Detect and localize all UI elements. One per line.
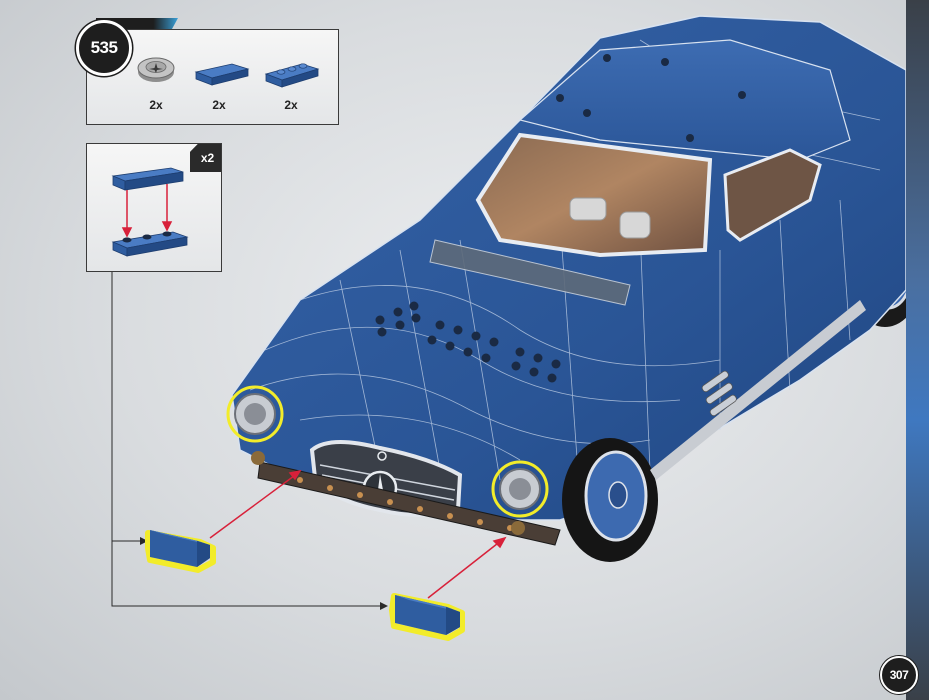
new-tile-right <box>389 593 465 641</box>
left-indicator <box>251 451 265 465</box>
plate-1x3-icon <box>264 63 320 88</box>
side-trim <box>650 300 866 480</box>
hood-vents <box>429 239 631 306</box>
subassembly-multiplier: x2 <box>190 144 221 172</box>
hood-studs <box>375 301 561 383</box>
seats <box>569 197 651 239</box>
tile-1x2-icon <box>194 63 250 86</box>
front-wheel <box>562 438 658 562</box>
part-quantity: 2x <box>149 98 163 112</box>
page-number-badge: 307 <box>880 656 918 694</box>
right-indicator <box>511 521 525 535</box>
windshield <box>475 132 713 258</box>
side-window <box>723 148 822 242</box>
part-round-tile <box>130 38 190 94</box>
part-quantity: 2x <box>212 98 226 112</box>
roof-studs <box>556 54 746 142</box>
cabin-roof <box>518 39 851 161</box>
callout-lines <box>111 272 380 607</box>
left-headlight <box>226 385 284 443</box>
placement-arrows <box>209 469 507 599</box>
right-headlight <box>491 460 549 518</box>
step-number-badge: 535 <box>76 20 132 76</box>
front-bumper <box>257 461 561 546</box>
part-tile-1x2 <box>192 38 252 94</box>
subassembly-diagram <box>111 167 189 257</box>
side-vents <box>701 370 737 417</box>
new-tile-left <box>145 530 216 573</box>
part-quantity: 2x <box>284 98 298 112</box>
round-tile-icon <box>137 57 175 82</box>
page-edge-strip <box>906 0 929 700</box>
bumper-details <box>297 477 513 531</box>
part-plate-1x3 <box>262 38 322 94</box>
